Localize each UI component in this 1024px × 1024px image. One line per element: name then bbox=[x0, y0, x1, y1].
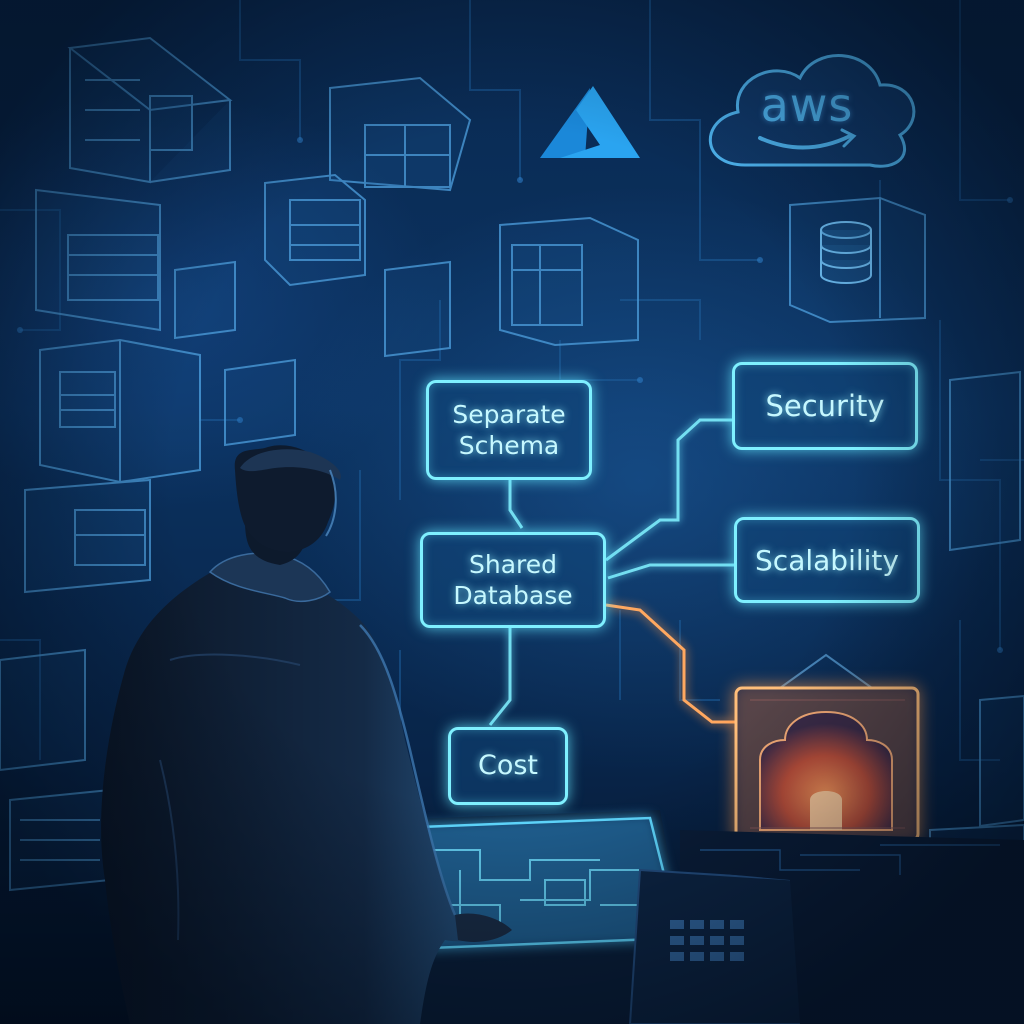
person-silhouette bbox=[101, 449, 512, 1024]
